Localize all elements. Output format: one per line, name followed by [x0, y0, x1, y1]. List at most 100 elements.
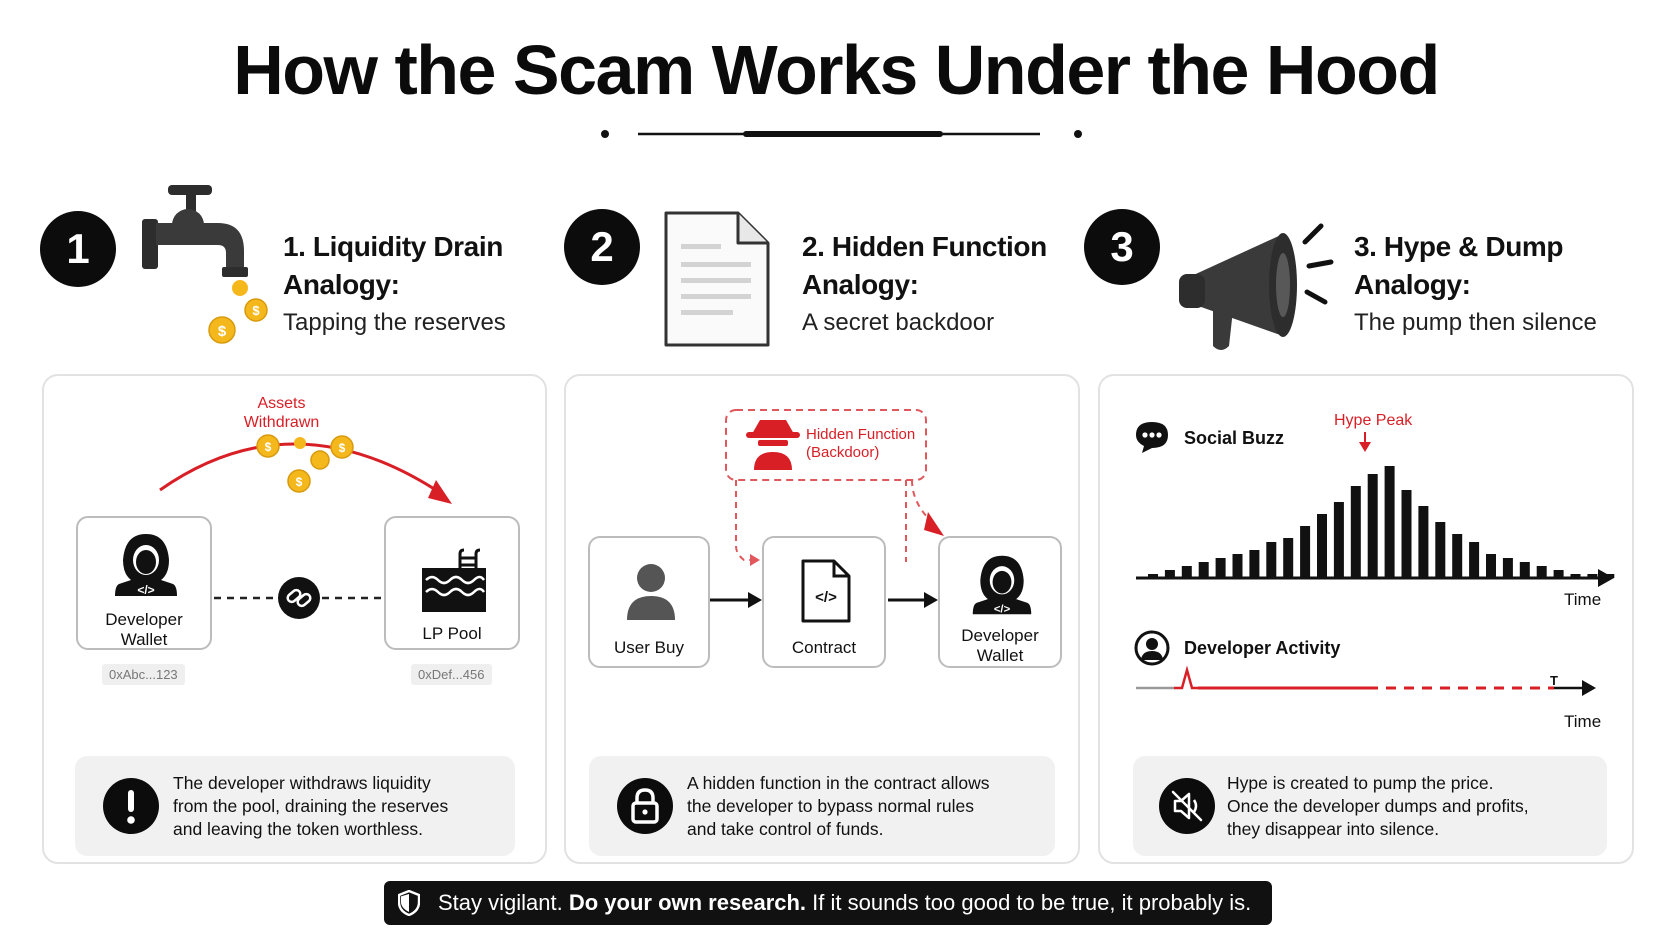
time-marker: T — [1550, 673, 1558, 688]
spy-icon — [746, 420, 800, 470]
link-icon — [278, 577, 320, 619]
buzz-bar-4 — [1215, 558, 1226, 578]
buzz-bar-11 — [1333, 502, 1344, 578]
footer-banner: Stay vigilant. Do your own research. If … — [384, 881, 1272, 925]
time-axis-label-2: Time — [1564, 712, 1602, 731]
buzz-bar-9 — [1300, 526, 1311, 578]
hacker-icon: </> — [115, 534, 177, 597]
buzz-bar-10 — [1317, 514, 1327, 578]
profile-icon — [1134, 630, 1170, 666]
buzz-bar-19 — [1469, 542, 1480, 578]
buzz-bar-6 — [1249, 550, 1260, 578]
step-number-3: 3 — [1084, 209, 1160, 285]
page-title: How the Scam Works Under the Hood — [233, 31, 1440, 109]
user-icon — [627, 564, 675, 620]
svg-text:$: $ — [252, 303, 260, 318]
exclamation-icon — [103, 778, 159, 834]
social-buzz-label: Social Buzz — [1184, 428, 1285, 448]
developer-wallet-label: Developer Wallet — [105, 610, 183, 649]
faucet-icon: $ $ — [142, 185, 268, 344]
panel-2-note: A hidden function in the contract allows… — [589, 756, 1055, 856]
buzz-bar-23 — [1536, 566, 1547, 578]
svg-text:$: $ — [218, 323, 227, 340]
panel-1-note: The developer withdraws liquidity from t… — [75, 756, 515, 856]
buzz-bar-8 — [1283, 538, 1294, 578]
step-2-title: 2. Hidden Function — [802, 231, 1047, 262]
withdraw-arrow: $ $ $ — [159, 434, 452, 619]
buzz-bar-2 — [1181, 566, 1192, 578]
buzz-bar-18 — [1452, 534, 1463, 578]
coin-icon: $ $ $ — [256, 434, 354, 493]
buzz-bar-5 — [1232, 554, 1243, 578]
step-2-analogy: A secret backdoor — [802, 309, 995, 336]
panel-3-note: Hype is created to pump the price. Once … — [1133, 756, 1607, 856]
buzz-bar-3 — [1198, 562, 1209, 578]
buzz-bar-22 — [1519, 562, 1530, 578]
hacker-icon: </> — [972, 555, 1032, 615]
step-1-title: 1. Liquidity Drain — [283, 231, 503, 262]
mute-icon — [1159, 778, 1215, 834]
code-file-icon: </> — [801, 559, 851, 623]
svg-text:$: $ — [265, 440, 272, 454]
title-divider — [601, 130, 1082, 138]
megaphone-icon — [1179, 223, 1334, 350]
step-3-text: 3. Hype & Dump Analogy: The pump then si… — [1354, 228, 1597, 340]
step-3-analogy-label: Analogy: — [1354, 269, 1471, 300]
flow-arrows — [708, 409, 944, 608]
buzz-bar-0 — [1148, 574, 1158, 578]
step-1-analogy: Tapping the reserves — [283, 309, 506, 336]
buzz-bar-17 — [1435, 522, 1446, 578]
lp-pool-label: LP Pool — [422, 624, 482, 643]
svg-text:</>: </> — [994, 603, 1011, 615]
lock-icon — [617, 778, 673, 834]
buzz-bar-12 — [1350, 486, 1361, 578]
buzz-bar-21 — [1502, 558, 1513, 578]
buzz-bar-25 — [1570, 574, 1581, 578]
developer-wallet-node: </> Developer Wallet — [76, 516, 212, 650]
panel-1-note-text: The developer withdraws liquidity from t… — [173, 773, 449, 839]
contract-node: </> Contract — [762, 536, 886, 668]
user-buy-node: User Buy — [588, 536, 710, 668]
footer-part-1: Stay vigilant. — [438, 890, 563, 915]
panel-liquidity-drain: $ $ $ Assets Withdrawn </> Developer Wa — [42, 374, 547, 864]
contract-label: Contract — [791, 638, 857, 657]
step-3-title: 3. Hype & Dump — [1354, 231, 1564, 262]
buzz-bar-7 — [1266, 542, 1277, 578]
step-1-text: 1. Liquidity Drain Analogy: Tapping the … — [283, 228, 506, 340]
developer-activity-chart — [1136, 665, 1596, 696]
panel-3-note-text: Hype is created to pump the price. Once … — [1227, 773, 1529, 839]
hidden-function-label: Hidden Function (Backdoor) — [806, 426, 916, 461]
buzz-bar-14 — [1384, 466, 1395, 578]
time-axis-label-1: Time — [1564, 590, 1602, 609]
buzz-bar-13 — [1367, 474, 1378, 578]
step-number-1: 1 — [40, 211, 116, 287]
step-3-analogy: The pump then silence — [1354, 309, 1597, 336]
panel-2-note-text: A hidden function in the contract allows… — [687, 773, 990, 839]
svg-text:$: $ — [296, 475, 303, 489]
step-2-text: 2. Hidden Function Analogy: A secret bac… — [802, 228, 1047, 340]
developer-address: 0xAbc...123 — [102, 664, 185, 685]
step-1-analogy-label: Analogy: — [283, 269, 400, 300]
developer-wallet-node-2: </> Developer Wallet — [938, 536, 1062, 668]
svg-text:</>: </> — [137, 583, 154, 597]
svg-text:</>: </> — [815, 589, 837, 606]
buzz-bar-15 — [1401, 490, 1412, 578]
panel-hype-dump: Social Buzz Hype Peak Time Developer Act… — [1098, 374, 1634, 864]
buzz-bar-20 — [1486, 554, 1496, 578]
social-buzz-chart — [1136, 432, 1615, 587]
user-buy-label: User Buy — [614, 638, 684, 657]
chat-bubble-icon — [1136, 422, 1168, 453]
step-2-analogy-label: Analogy: — [802, 269, 919, 300]
developer-activity-label: Developer Activity — [1184, 638, 1341, 658]
buzz-bar-16 — [1418, 506, 1429, 578]
panel-hidden-function: Hidden Function (Backdoor) User Buy </> … — [564, 374, 1080, 864]
developer-wallet-label-2: Developer Wallet — [961, 626, 1039, 665]
shield-icon — [398, 890, 420, 916]
document-icon — [664, 211, 770, 347]
lp-pool-address: 0xDef...456 — [411, 664, 492, 685]
pool-icon — [422, 548, 486, 612]
buzz-bar-24 — [1553, 570, 1564, 578]
lp-pool-node: LP Pool — [384, 516, 520, 650]
buzz-bar-26 — [1587, 574, 1598, 578]
step-number-2: 2 — [564, 209, 640, 285]
